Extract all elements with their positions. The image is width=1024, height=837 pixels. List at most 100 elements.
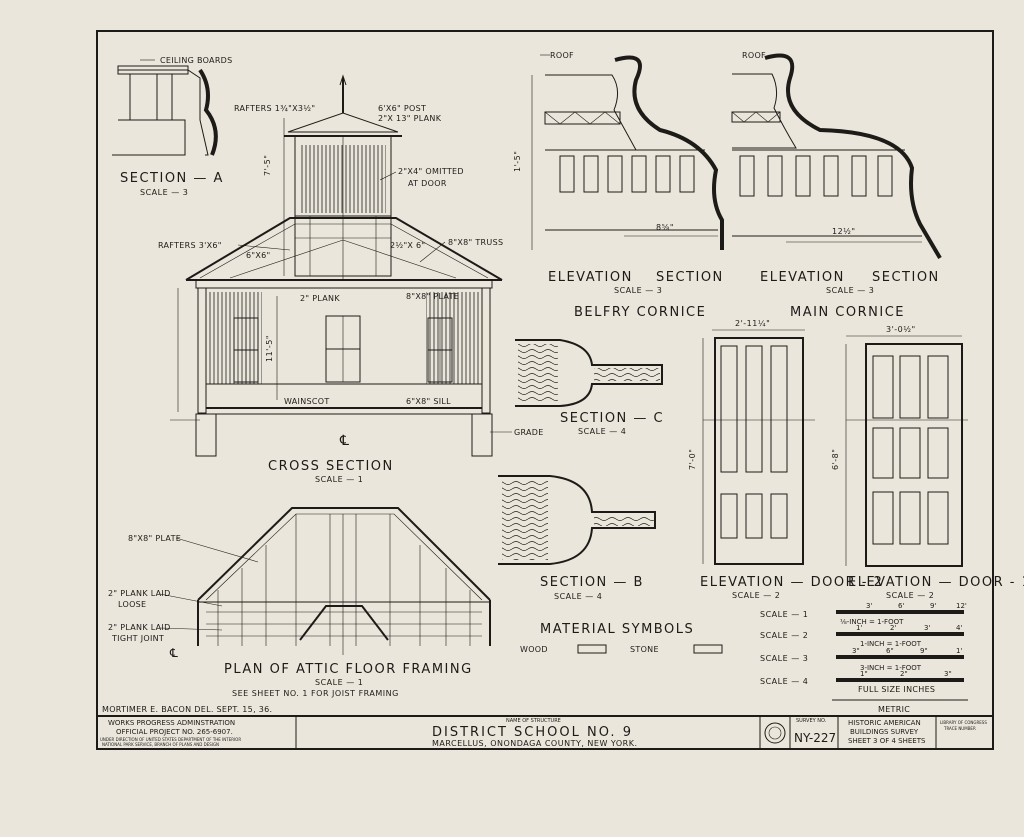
attic-plan-title: PLAN OF ATTIC FLOOR FRAMING [224, 662, 473, 677]
scale3-tick-4: 1' [956, 647, 962, 655]
belfry-cornice-detail: ROOF 1'-5" 8⅝" ELEVATION SECTION SCALE —… [513, 51, 724, 320]
door2-scale: SCALE — 2 [732, 591, 780, 600]
sill-label: 6"X8" SILL [406, 397, 451, 406]
wood-label: WOOD [520, 645, 548, 654]
section-b-detail: SECTION — B SCALE — 4 [498, 475, 656, 601]
section-b-scale: SCALE — 4 [554, 592, 602, 601]
wpa-line-4: NATIONAL PARK SERVICE, BRANCH OF PLANS A… [102, 742, 219, 747]
scale1-tick-2: 6' [898, 602, 904, 610]
section-c-title: SECTION — C [560, 411, 664, 426]
door1-width-dim: 3'-0½" [886, 325, 916, 334]
scale3-tick-1: 3" [852, 647, 860, 655]
main-elevation-label: ELEVATION [760, 270, 845, 285]
door-2-elevation: 2'-11¼" 7'-0" ELEVATION — DOOR - 2 SCALE… [688, 319, 883, 600]
scale1-note: ⅛-INCH = 1-FOOT [840, 618, 904, 626]
scale2-tick-3: 3' [924, 624, 930, 632]
ceiling-boards-label: CEILING BOARDS [160, 56, 233, 65]
title-block: MORTIMER E. BACON DEL. SEPT. 15, 36. WOR… [96, 705, 994, 750]
cornice-total-dim: 1'-5" [513, 151, 522, 172]
plank-tight-label-1: 2" PLANK LAID [108, 623, 171, 632]
center-mark-section: ℄ [339, 433, 349, 449]
wpa-line-1: WORKS PROGRESS ADMINSTRATION [108, 719, 235, 727]
section-a-detail: CEILING BOARDS SECTION — A SCALE — 3 [112, 56, 233, 197]
structure-name-label: NAME OF STRUCTURE [506, 718, 561, 724]
survey-no-label: SURVEY NO. [796, 718, 827, 724]
habs-line-2: BUILDINGS SURVEY [850, 728, 919, 736]
section-a-title: SECTION — A [120, 171, 224, 186]
main-cornice-detail: ROOF 12½" ELEVATION SECTION SCALE — 3 MA… [731, 51, 942, 320]
belfry-scale: SCALE — 3 [614, 286, 662, 295]
attic-plan-scale: SCALE — 1 [315, 678, 363, 687]
graphic-scales: SCALE — 1 ⅛-INCH = 1-FOOT 3' 6' 9' 12' S… [760, 602, 968, 714]
sheet-number: SHEET 3 OF 4 SHEETS [848, 737, 926, 745]
full-size-label: FULL SIZE INCHES [858, 685, 935, 694]
scale3-note: 3-INCH = 1-FOOT [860, 664, 922, 672]
scale4-tick-2: 2" [900, 670, 908, 678]
scale1-tick-4: 12' [956, 602, 967, 610]
plank-tight-label-2: TIGHT JOINT [111, 634, 164, 643]
door2-title: ELEVATION — DOOR - 2 [700, 575, 883, 590]
plank-loose-label-2: LOOSE [118, 600, 146, 609]
scale2-tick-2: 2' [890, 624, 896, 632]
truss-label: 8"X8" TRUSS [448, 238, 503, 247]
scale1-bar [836, 610, 964, 614]
door1-height-dim: 6'-8" [831, 449, 840, 470]
plank2-label: 2" PLANK [300, 294, 340, 303]
section-c-scale: SCALE — 4 [578, 427, 626, 436]
material-symbols-legend: MATERIAL SYMBOLS WOOD STONE [520, 622, 723, 654]
main-scale: SCALE — 3 [826, 286, 874, 295]
plank13-label: 2"X 13" PLANK [378, 114, 442, 123]
scale3-tick-2: 6" [886, 647, 894, 655]
habs-line-1: HISTORIC AMERICAN [848, 719, 921, 727]
belfry-cornice-title: BELFRY CORNICE [574, 305, 706, 320]
door-1-elevation: 3'-0½" 6'-8" ELEVATION — DOOR - 1 SCALE … [831, 325, 1024, 600]
wainscot-label: WAINSCOT [284, 397, 330, 406]
scale4-label: SCALE — 4 [760, 677, 808, 686]
scale2-bar [836, 632, 964, 636]
metric-label: METRIC [878, 705, 910, 714]
door2-width-dim: 2'-11¼" [735, 319, 770, 328]
plate-attic-label: 8"X8" PLATE [128, 534, 181, 543]
attic-floor-plan: ℄ 8"X8" PLATE 2" PLANK LAID LOOSE 2" PLA… [108, 507, 491, 698]
scale2-label: SCALE — 2 [760, 631, 808, 640]
survey-number: NY-227 [794, 731, 836, 745]
scale3-tick-3: 9" [920, 647, 928, 655]
section-c-detail: SECTION — C SCALE — 4 [515, 339, 664, 436]
belfry-roof-label: ROOF [550, 51, 574, 60]
cross-section-title: CROSS SECTION [268, 459, 394, 474]
rafters-36-label: RAFTERS 3'X6" [158, 241, 222, 250]
center-mark-plan: ℄ [169, 646, 178, 660]
grade-label: GRADE [514, 428, 544, 437]
wood-swatch [577, 644, 607, 654]
main-cornice-title: MAIN CORNICE [790, 305, 905, 320]
omitted-label: 2"X4" OMITTED [398, 167, 464, 176]
post-label: 6'X6" POST [378, 104, 426, 113]
cross-section-scale: SCALE — 1 [315, 475, 363, 484]
six-six-label: 6"X6" [246, 251, 271, 260]
scale2-tick-4: 4' [956, 624, 962, 632]
scale3-label: SCALE — 3 [760, 654, 808, 663]
door2-height-dim: 7'-0" [688, 449, 697, 470]
stone-label: STONE [630, 645, 659, 654]
door1-title: ELEVATION — DOOR - 1 [848, 575, 1024, 590]
scale1-tick-1: 3' [866, 602, 872, 610]
door1-scale: SCALE — 2 [886, 591, 934, 600]
wpa-line-2: OFFICIAL PROJECT NO. 265-6907. [116, 728, 233, 736]
main-roof-label: ROOF [742, 51, 766, 60]
loc-line-1: LIBRARY OF CONGRESS [940, 720, 987, 725]
stone-swatch [693, 644, 723, 654]
belfry-height-dim: 7'-5" [263, 155, 272, 176]
wpa-line-3: UNDER DIRECTION OF UNITED STATES DEPARTM… [100, 737, 241, 742]
rafters-top-label: RAFTERS 1¾"X3½" [234, 104, 315, 113]
belfry-8-dim: 8⅝" [656, 223, 674, 232]
section-b-title: SECTION — B [540, 575, 644, 590]
at-door-label: AT DOOR [408, 179, 447, 188]
plate-label: 8"X8" PLATE [406, 292, 459, 301]
loc-line-2: TRACE NUMBER [943, 726, 976, 731]
belfry-section-label: SECTION [656, 270, 724, 285]
structure-name: DISTRICT SCHOOL NO. 9 [432, 725, 633, 740]
scale2-tick-1: 1' [856, 624, 862, 632]
scale1-label: SCALE — 1 [760, 610, 808, 619]
